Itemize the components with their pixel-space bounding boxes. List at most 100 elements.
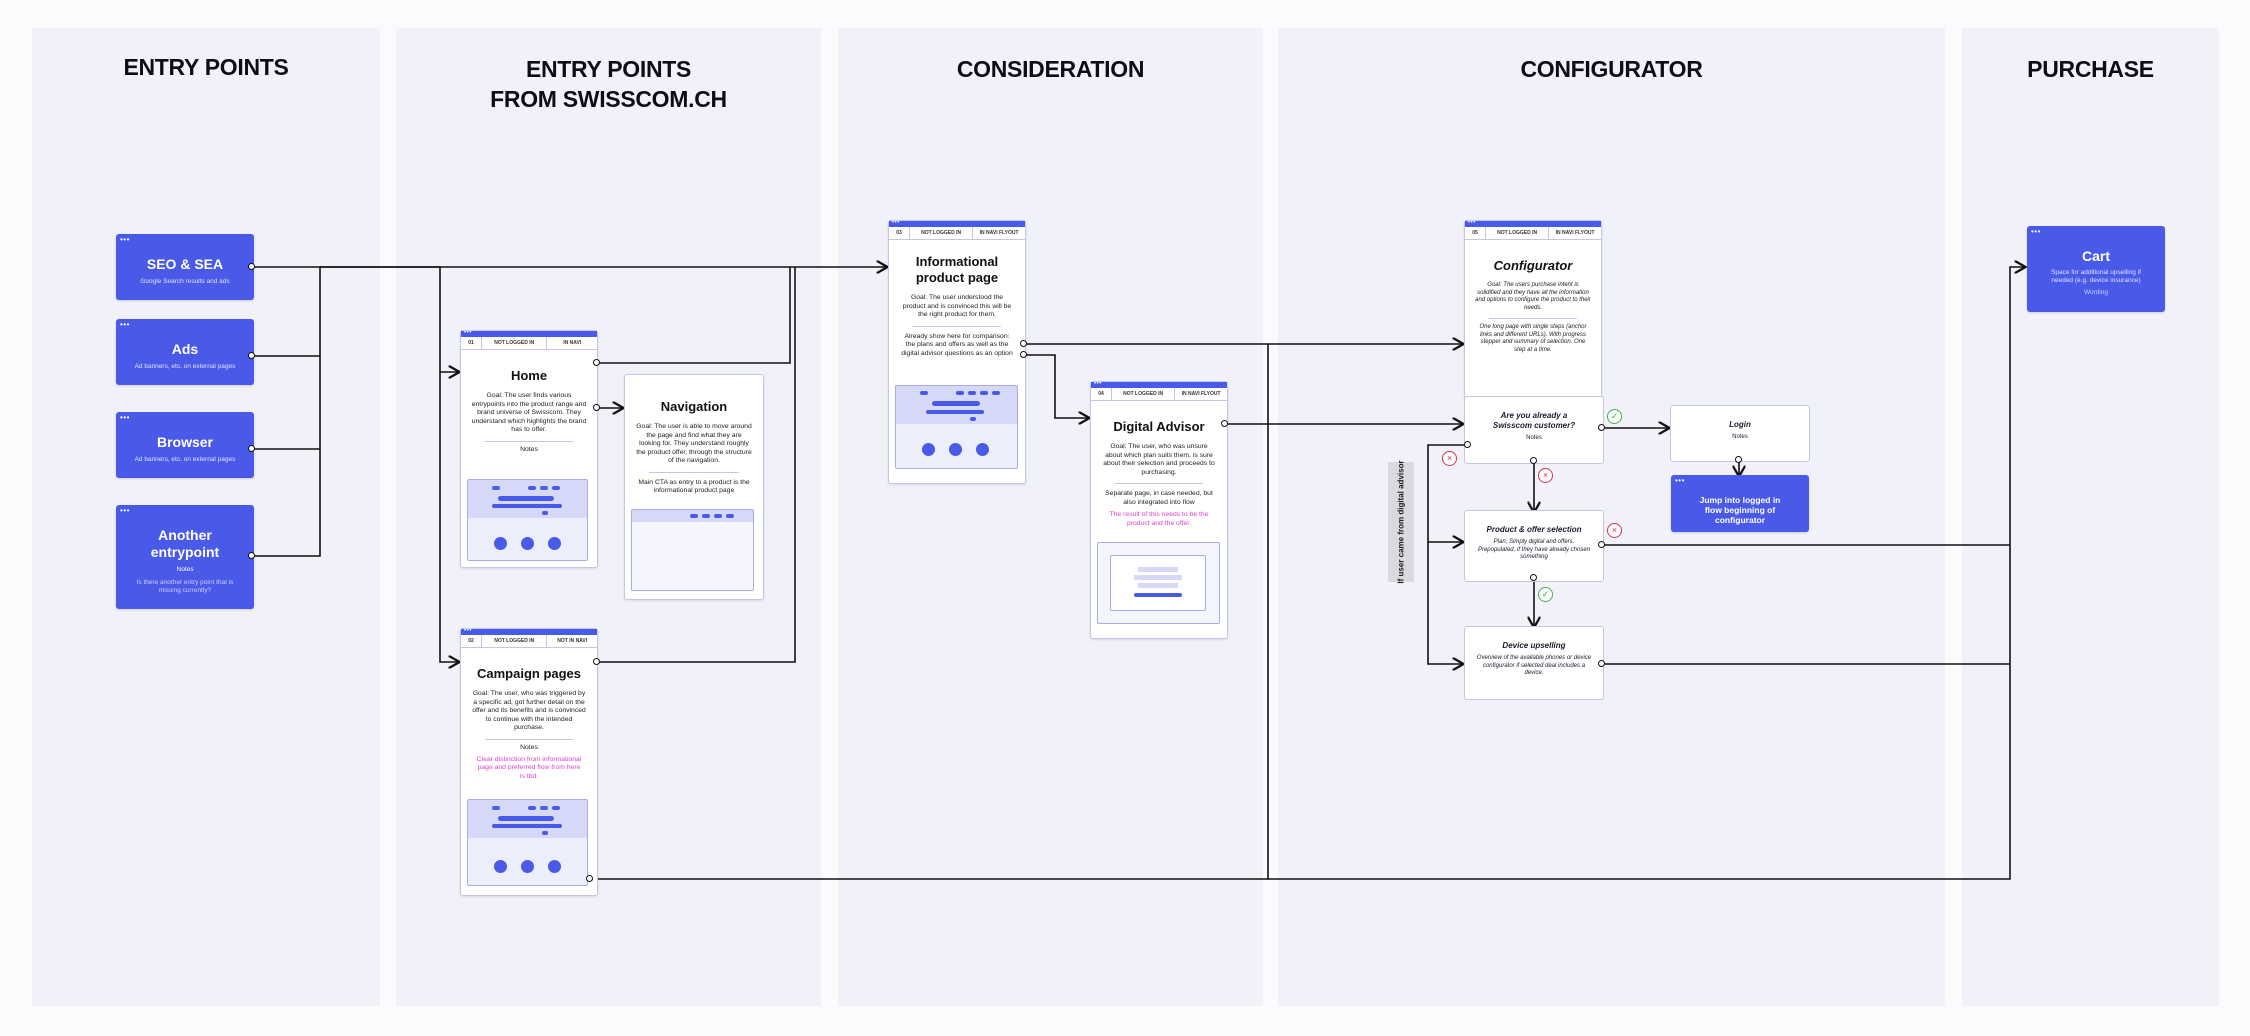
card-title: Informational product page xyxy=(915,254,999,285)
tab-status: NOT LOGGED IN xyxy=(482,635,548,647)
window-dots-icon: ••• xyxy=(120,506,130,515)
advisor-branch-label: If user came from digital advisor xyxy=(1388,460,1414,584)
tab-nav: IN NAVI FLYOUT xyxy=(1181,391,1221,397)
card-goal: Goal: The user is able to move around th… xyxy=(636,423,752,464)
card-open-question: The result of this needs to be the produ… xyxy=(1109,511,1209,527)
card-goal: Goal: The user understood the product an… xyxy=(902,294,1012,318)
window-dots-icon: ••• xyxy=(120,320,130,329)
connector-port xyxy=(1020,340,1027,347)
card-title: Home xyxy=(510,368,548,383)
step-title: Product & offer selection xyxy=(1486,525,1582,534)
step-product-offer-selection[interactable]: Product & offer selection Plan, Simply d… xyxy=(1464,510,1604,582)
card-title: Digital Advisor xyxy=(1113,419,1205,434)
card-home[interactable]: ••• 01 NOT LOGGED IN IN NAVI Home Goal: … xyxy=(460,330,598,568)
yes-check-icon: ✓ xyxy=(1607,409,1622,424)
connector-port xyxy=(1530,457,1537,464)
page-mockup xyxy=(467,799,588,886)
connector-port xyxy=(248,263,255,270)
entry-seo-sea[interactable]: ••• SEO & SEA Google Search results and … xyxy=(116,234,254,300)
card-number: 03 xyxy=(889,227,910,239)
advisor-branch-text: If user came from digital advisor xyxy=(1396,460,1406,584)
yes-check-icon: ✓ xyxy=(1538,587,1553,602)
tab-status: NOT LOGGED IN xyxy=(1486,227,1550,239)
card-number: 01 xyxy=(461,337,482,349)
connector-port xyxy=(586,875,593,882)
column-title: CONSIDERATION xyxy=(956,56,1145,82)
step-title: Device upselling xyxy=(1502,641,1566,650)
cart-status: Wording xyxy=(2083,289,2109,296)
connector-port xyxy=(1464,441,1471,448)
card-goal: Goal: The user finds various entrypoints… xyxy=(471,392,587,433)
card-number: 02 xyxy=(461,635,482,647)
page-mockup xyxy=(895,385,1018,469)
card-configurator[interactable]: ••• 05 NOT LOGGED IN IN NAVI FLYOUT Conf… xyxy=(1464,220,1602,398)
tab-nav: NOT IN NAVI xyxy=(557,638,588,644)
no-cross-icon: × xyxy=(1607,523,1622,538)
column-title: PURCHASE xyxy=(2027,56,2154,82)
card-campaign-pages[interactable]: ••• 02 NOT LOGGED IN NOT IN NAVI Campaig… xyxy=(460,628,598,896)
connector-port xyxy=(248,445,255,452)
no-cross-icon: × xyxy=(1538,468,1553,483)
card-title: Navigation xyxy=(660,399,728,414)
step-existing-customer[interactable]: Are you already a Swisscom customer? Not… xyxy=(1464,396,1604,464)
cart-title: Cart xyxy=(2081,248,2110,264)
tab-status: NOT LOGGED IN xyxy=(1112,388,1176,400)
window-dots-icon: ••• xyxy=(120,235,130,244)
connector-port xyxy=(1735,456,1742,463)
connector-port xyxy=(593,658,600,665)
entry-title: SEO & SEA xyxy=(146,256,224,272)
entry-another[interactable]: ••• Another entrypoint Notes Is there an… xyxy=(116,505,254,609)
connector-port xyxy=(593,404,600,411)
tab-nav: IN NAVI FLYOUT xyxy=(1555,230,1595,236)
step-description: Overview of the available phones or devi… xyxy=(1476,655,1592,676)
step-device-upselling[interactable]: Device upselling Overview of the availab… xyxy=(1464,626,1604,700)
entry-ads[interactable]: ••• Ads Ad banners, etc. on external pag… xyxy=(116,319,254,385)
card-goal: Goal: The user, who was unsure about whi… xyxy=(1103,443,1215,476)
card-digital-advisor[interactable]: ••• 04 NOT LOGGED IN IN NAVI FLYOUT Digi… xyxy=(1090,381,1228,639)
card-title: Campaign pages xyxy=(476,666,582,681)
entry-title: Another entrypoint xyxy=(150,527,220,560)
entry-question: Is there another entry point that is mis… xyxy=(136,579,234,594)
window-dots-icon: ••• xyxy=(1094,381,1102,387)
window-dots-icon: ••• xyxy=(2031,227,2041,236)
card-note: Separate page, in case needed, but also … xyxy=(1105,490,1213,506)
window-dots-icon: ••• xyxy=(464,330,472,336)
jump-logged-in-flow[interactable]: ••• Jump into logged in flow beginning o… xyxy=(1671,475,1809,532)
entry-title: Browser xyxy=(156,434,214,450)
entry-title: Ads xyxy=(171,341,199,357)
card-goal: Goal: The users purchase intent is solid… xyxy=(1475,282,1591,311)
card-goal: Goal: The user, who was triggered by a s… xyxy=(472,690,586,731)
window-dots-icon: ••• xyxy=(892,220,900,226)
window-dots-icon: ••• xyxy=(120,413,130,422)
column-title: ENTRY POINTS xyxy=(123,54,289,80)
connector-port xyxy=(1221,420,1228,427)
connector-port xyxy=(248,552,255,559)
page-mockup xyxy=(631,509,754,591)
page-mockup xyxy=(467,479,588,561)
card-number: 04 xyxy=(1091,388,1112,400)
window-dots-icon: ••• xyxy=(464,628,472,634)
card-navigation[interactable]: Navigation Goal: The user is able to mov… xyxy=(624,374,764,600)
entry-subtitle: Google Search results and ads xyxy=(140,278,230,285)
entry-browser[interactable]: ••• Browser Ad banners, etc. on external… xyxy=(116,412,254,478)
card-title: Configurator xyxy=(1493,258,1573,273)
card-notes: Notes xyxy=(520,743,538,751)
tab-nav: IN NAVI FLYOUT xyxy=(979,230,1019,236)
connector-port xyxy=(1530,574,1537,581)
step-title: Are you already a Swisscom customer? xyxy=(1492,411,1576,430)
connector-port xyxy=(1598,541,1605,548)
card-informational-product-page[interactable]: ••• 03 NOT LOGGED IN IN NAVI FLYOUT Info… xyxy=(888,220,1026,484)
card-note: Main CTA as entry to a product is the in… xyxy=(638,478,750,495)
connector-port xyxy=(1598,660,1605,667)
step-notes: Notes xyxy=(1732,434,1748,440)
step-login[interactable]: Login Notes xyxy=(1670,405,1810,462)
card-note: Already show here for comparison: the pl… xyxy=(901,332,1013,357)
card-note: One long page with single steps (anchor … xyxy=(1479,324,1587,353)
card-number: 05 xyxy=(1465,227,1486,239)
jump-label: Jump into logged in flow beginning of co… xyxy=(1699,495,1781,525)
cart-box[interactable]: ••• Cart Space for additional upselling … xyxy=(2027,226,2165,312)
step-notes: Notes xyxy=(1526,435,1542,441)
column-purchase: PURCHASE xyxy=(1962,28,2219,1006)
